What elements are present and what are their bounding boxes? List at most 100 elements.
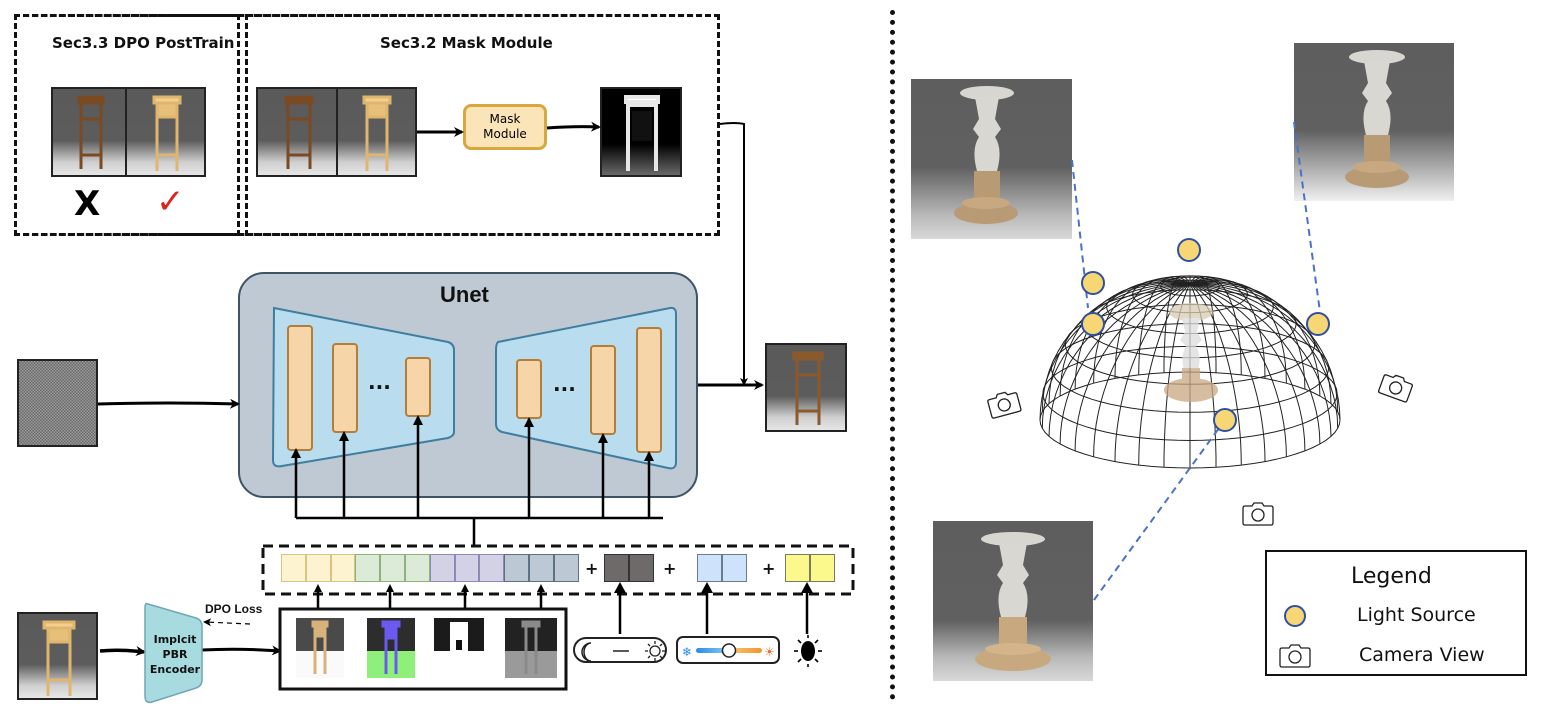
latitude-line [1064, 303, 1316, 385]
dpo-loss-arrow [203, 618, 251, 627]
render-view-top-left [911, 79, 1072, 239]
legend-label-light-source: Light Source [1357, 604, 1476, 626]
longitude-line [1189, 279, 1306, 390]
longitude-line [1163, 283, 1191, 468]
temperature-slider[interactable]: ❄ ☀ [676, 636, 780, 664]
mask-output-image [600, 87, 682, 177]
token-mask [454, 554, 480, 582]
legend-icons [1279, 605, 1311, 668]
longitude-line [1048, 283, 1191, 437]
mask-section-title: Sec3.2 Mask Module [380, 34, 553, 52]
encoder-label-line2: PBR [162, 648, 188, 661]
mask-input-image-dark [256, 87, 338, 177]
longitude-line [1189, 275, 1217, 373]
snowflake-icon: ❄ [682, 645, 692, 659]
token-light [810, 554, 835, 582]
longitude-line [1059, 281, 1191, 397]
encoder-label-line1: Implcit [153, 633, 197, 646]
unet-title: Unet [440, 282, 489, 307]
longitude-line [1039, 283, 1191, 421]
latitude-line [1160, 276, 1220, 297]
longitude-line [1189, 281, 1321, 397]
candlestick-icon [975, 532, 1051, 671]
longitude-line [1163, 275, 1191, 373]
legend: Legend Light Source Camera View [1265, 550, 1527, 676]
noise-to-unet-arrow [97, 398, 240, 409]
longitude-line [1189, 278, 1287, 384]
token-brightness [604, 554, 629, 582]
stool-mask-icon [450, 622, 468, 662]
stool-dark-icon [77, 95, 105, 169]
mask-section-frame [245, 14, 720, 236]
accepted-check-mark: ✓ [156, 182, 185, 222]
token-normal [380, 554, 405, 582]
light-source-icon [1284, 605, 1306, 627]
dpo-section-frame [14, 14, 240, 236]
brightness-toggle-icons [581, 641, 665, 662]
plus-sign-2: + [663, 559, 677, 578]
longitude-line [1114, 283, 1191, 462]
dpo-section-title: Sec3.3 DPO PostTrain [52, 34, 235, 52]
encoder-input-image [17, 612, 98, 700]
sun-warm-icon: ☀ [764, 645, 775, 659]
longitude-line [1138, 276, 1191, 375]
token-normal [355, 554, 381, 582]
mask-module-box: Mask Module [463, 104, 547, 150]
longitude-line [1074, 283, 1191, 451]
mask-to-output-arrow [719, 122, 748, 386]
hemisphere-wireframe [1039, 275, 1341, 469]
mask-module-label-line1: Mask [489, 112, 521, 126]
longitude-line [1048, 282, 1191, 404]
token-normal [405, 554, 430, 582]
plus-sign-3: + [762, 559, 776, 578]
longitude-line [1189, 277, 1266, 379]
render-view-bottom-left [933, 521, 1093, 681]
stool-output-icon [792, 351, 824, 425]
longitude-line [1189, 283, 1266, 462]
encoder-ellipsis: ... [368, 370, 391, 394]
decoder-ellipsis: ... [553, 372, 576, 396]
token-shading [529, 554, 554, 582]
longitude-line [1189, 283, 1341, 421]
panel-divider [890, 10, 895, 700]
dpo-loss-label: DPO Loss [205, 602, 263, 616]
light-source-front [1213, 408, 1237, 432]
stool-light-icon [42, 620, 76, 696]
longitude-line [1093, 278, 1191, 384]
camera-view-left [987, 391, 1022, 419]
token-shading [553, 554, 579, 582]
longitude-line [1189, 283, 1242, 466]
token-mask [429, 554, 455, 582]
stool-mask-icon [602, 95, 680, 175]
token-albedo [281, 554, 306, 582]
stool-dark-icon [284, 95, 314, 169]
longitude-line [1189, 283, 1217, 468]
token-light [785, 554, 810, 582]
longitude-line [1114, 277, 1191, 379]
mask-map [434, 618, 484, 678]
stool-shading-icon [521, 620, 541, 674]
token-albedo [305, 554, 331, 582]
stool-normal-icon [381, 620, 401, 674]
latitude-line [1050, 323, 1330, 413]
brightness-toggle[interactable] [573, 637, 667, 663]
latitude-line [1106, 279, 1274, 335]
albedo-map [296, 618, 344, 678]
latitude-line [1042, 345, 1338, 442]
shading-map [505, 618, 557, 678]
longitude-line [1189, 283, 1339, 412]
encoder-to-pbr-arrow [201, 645, 282, 656]
legend-label-camera-view: Camera View [1359, 644, 1485, 666]
view-link-lines [1071, 121, 1321, 601]
longitude-line [1041, 283, 1191, 429]
plus-sign-1: + [585, 559, 599, 578]
longitude-line [1138, 283, 1191, 466]
implicit-pbr-encoder-label: Implcit PBR Encoder [146, 632, 204, 677]
legend-title: Legend [1351, 564, 1432, 589]
longitude-line [1189, 283, 1321, 445]
camera-view-right [1377, 374, 1413, 403]
output-image [765, 343, 847, 432]
longitude-line [1189, 283, 1332, 437]
light-sources [1081, 238, 1330, 432]
light-source-right [1306, 312, 1330, 336]
